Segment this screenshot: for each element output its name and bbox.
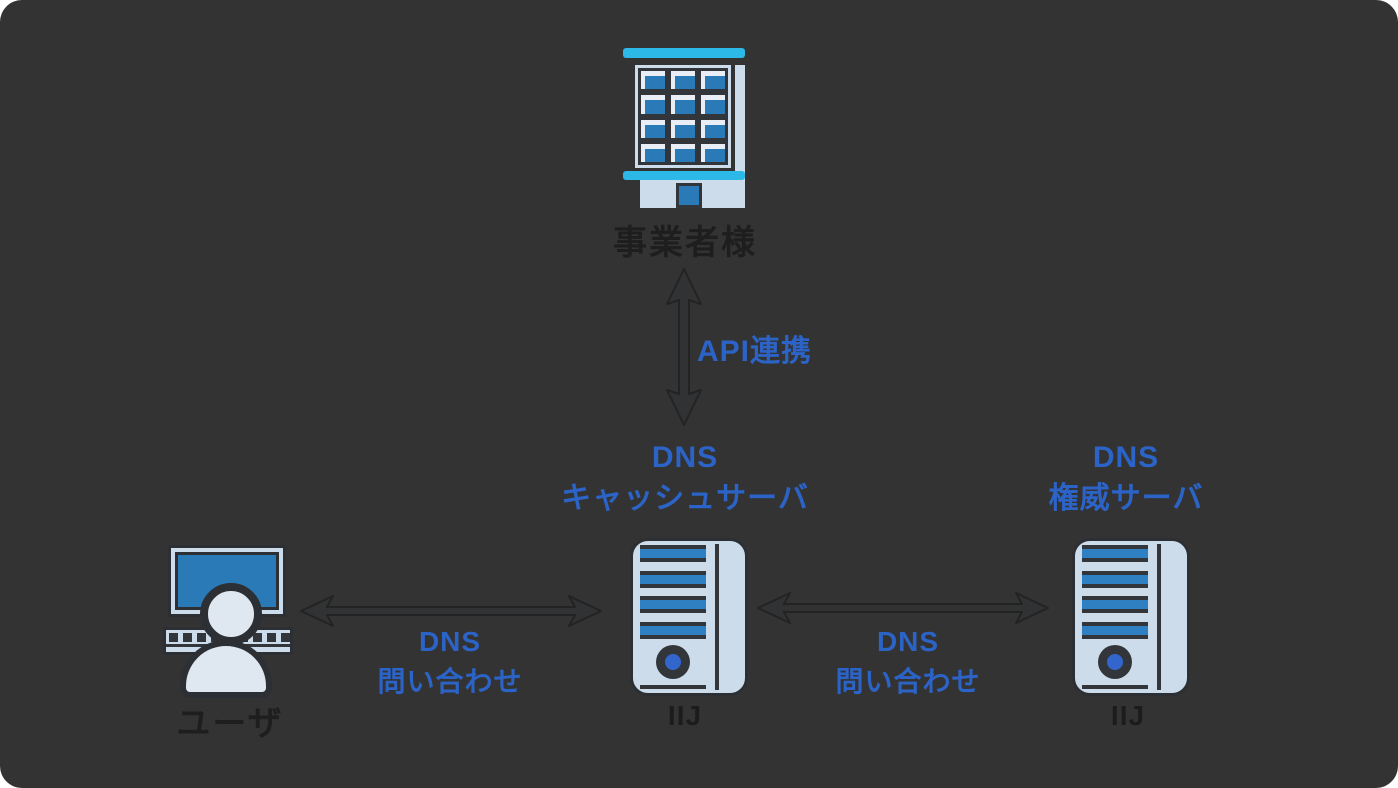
cache-server-icon [630,538,748,696]
user-query-label: DNS 問い合わせ [350,622,550,702]
server-stripe [640,574,706,584]
server-side-panel [1157,544,1183,690]
building-window [641,143,665,162]
cache-server-title-line2: キャッシュサーバ [561,482,809,515]
server-stripe [1082,626,1148,636]
server-stripe [640,600,706,610]
server-face [640,639,706,686]
server-stripe [640,613,706,623]
business-label: 事業者様 [613,224,757,262]
cache-server-title-line1: DNS [651,441,719,474]
recursive-query-label-line2: 問い合わせ [835,666,981,697]
recursive-query-double-arrow [757,592,1049,624]
recursive-query-label-line1: DNS [876,626,940,657]
server-stripe [1082,600,1148,610]
api-link-label: API連携 [697,335,813,368]
server-stripe [1082,613,1148,623]
building-facade [635,65,731,168]
auth-server-icon [1072,538,1190,696]
building-window [701,95,725,114]
server-side-panel [715,544,741,690]
auth-server-title-line1: DNS [1092,441,1160,474]
office-building-icon [623,45,748,210]
person-head [200,583,262,645]
building-ground-floor [640,180,736,208]
server-stripe [1082,549,1148,558]
building-window [671,71,695,90]
building-window [671,95,695,114]
building-side-wall [735,65,745,208]
user-query-double-arrow [300,595,602,627]
power-button-icon [656,645,690,680]
user-at-computer-icon [163,545,295,705]
server-front-panel [1082,545,1148,689]
building-roof-bar [623,48,745,58]
server-stripe [1082,587,1148,597]
server-stripe [1082,574,1148,584]
cache-server-title: DNS キャッシュサーバ [535,437,835,519]
building-door [676,183,702,208]
server-stripe [1082,561,1148,571]
vertical-double-arrow [666,268,702,426]
building-window [641,95,665,114]
user-query-label-line1: DNS [418,626,482,657]
building-mid-bar [623,171,745,180]
auth-server-title: DNS 権威サーバ [1026,437,1226,519]
server-face [1082,639,1148,686]
cache-server-brand: IIJ [667,700,703,731]
building-window [641,119,665,138]
building-window [701,71,725,90]
power-button-icon [1098,645,1132,680]
user-query-label-line2: 問い合わせ [377,666,523,697]
recursive-query-label: DNS 問い合わせ [808,622,1008,702]
auth-server-brand: IIJ [1110,700,1146,731]
auth-server-title-line2: 権威サーバ [1048,482,1204,515]
server-stripe [640,561,706,571]
server-stripe [640,626,706,636]
building-window [701,119,725,138]
building-window [641,71,665,90]
server-front-panel [640,545,706,689]
building-window [671,119,695,138]
building-window [671,143,695,162]
building-window [701,143,725,162]
user-label: ユーザ [176,705,284,743]
server-stripe [640,549,706,558]
server-stripe [640,587,706,597]
